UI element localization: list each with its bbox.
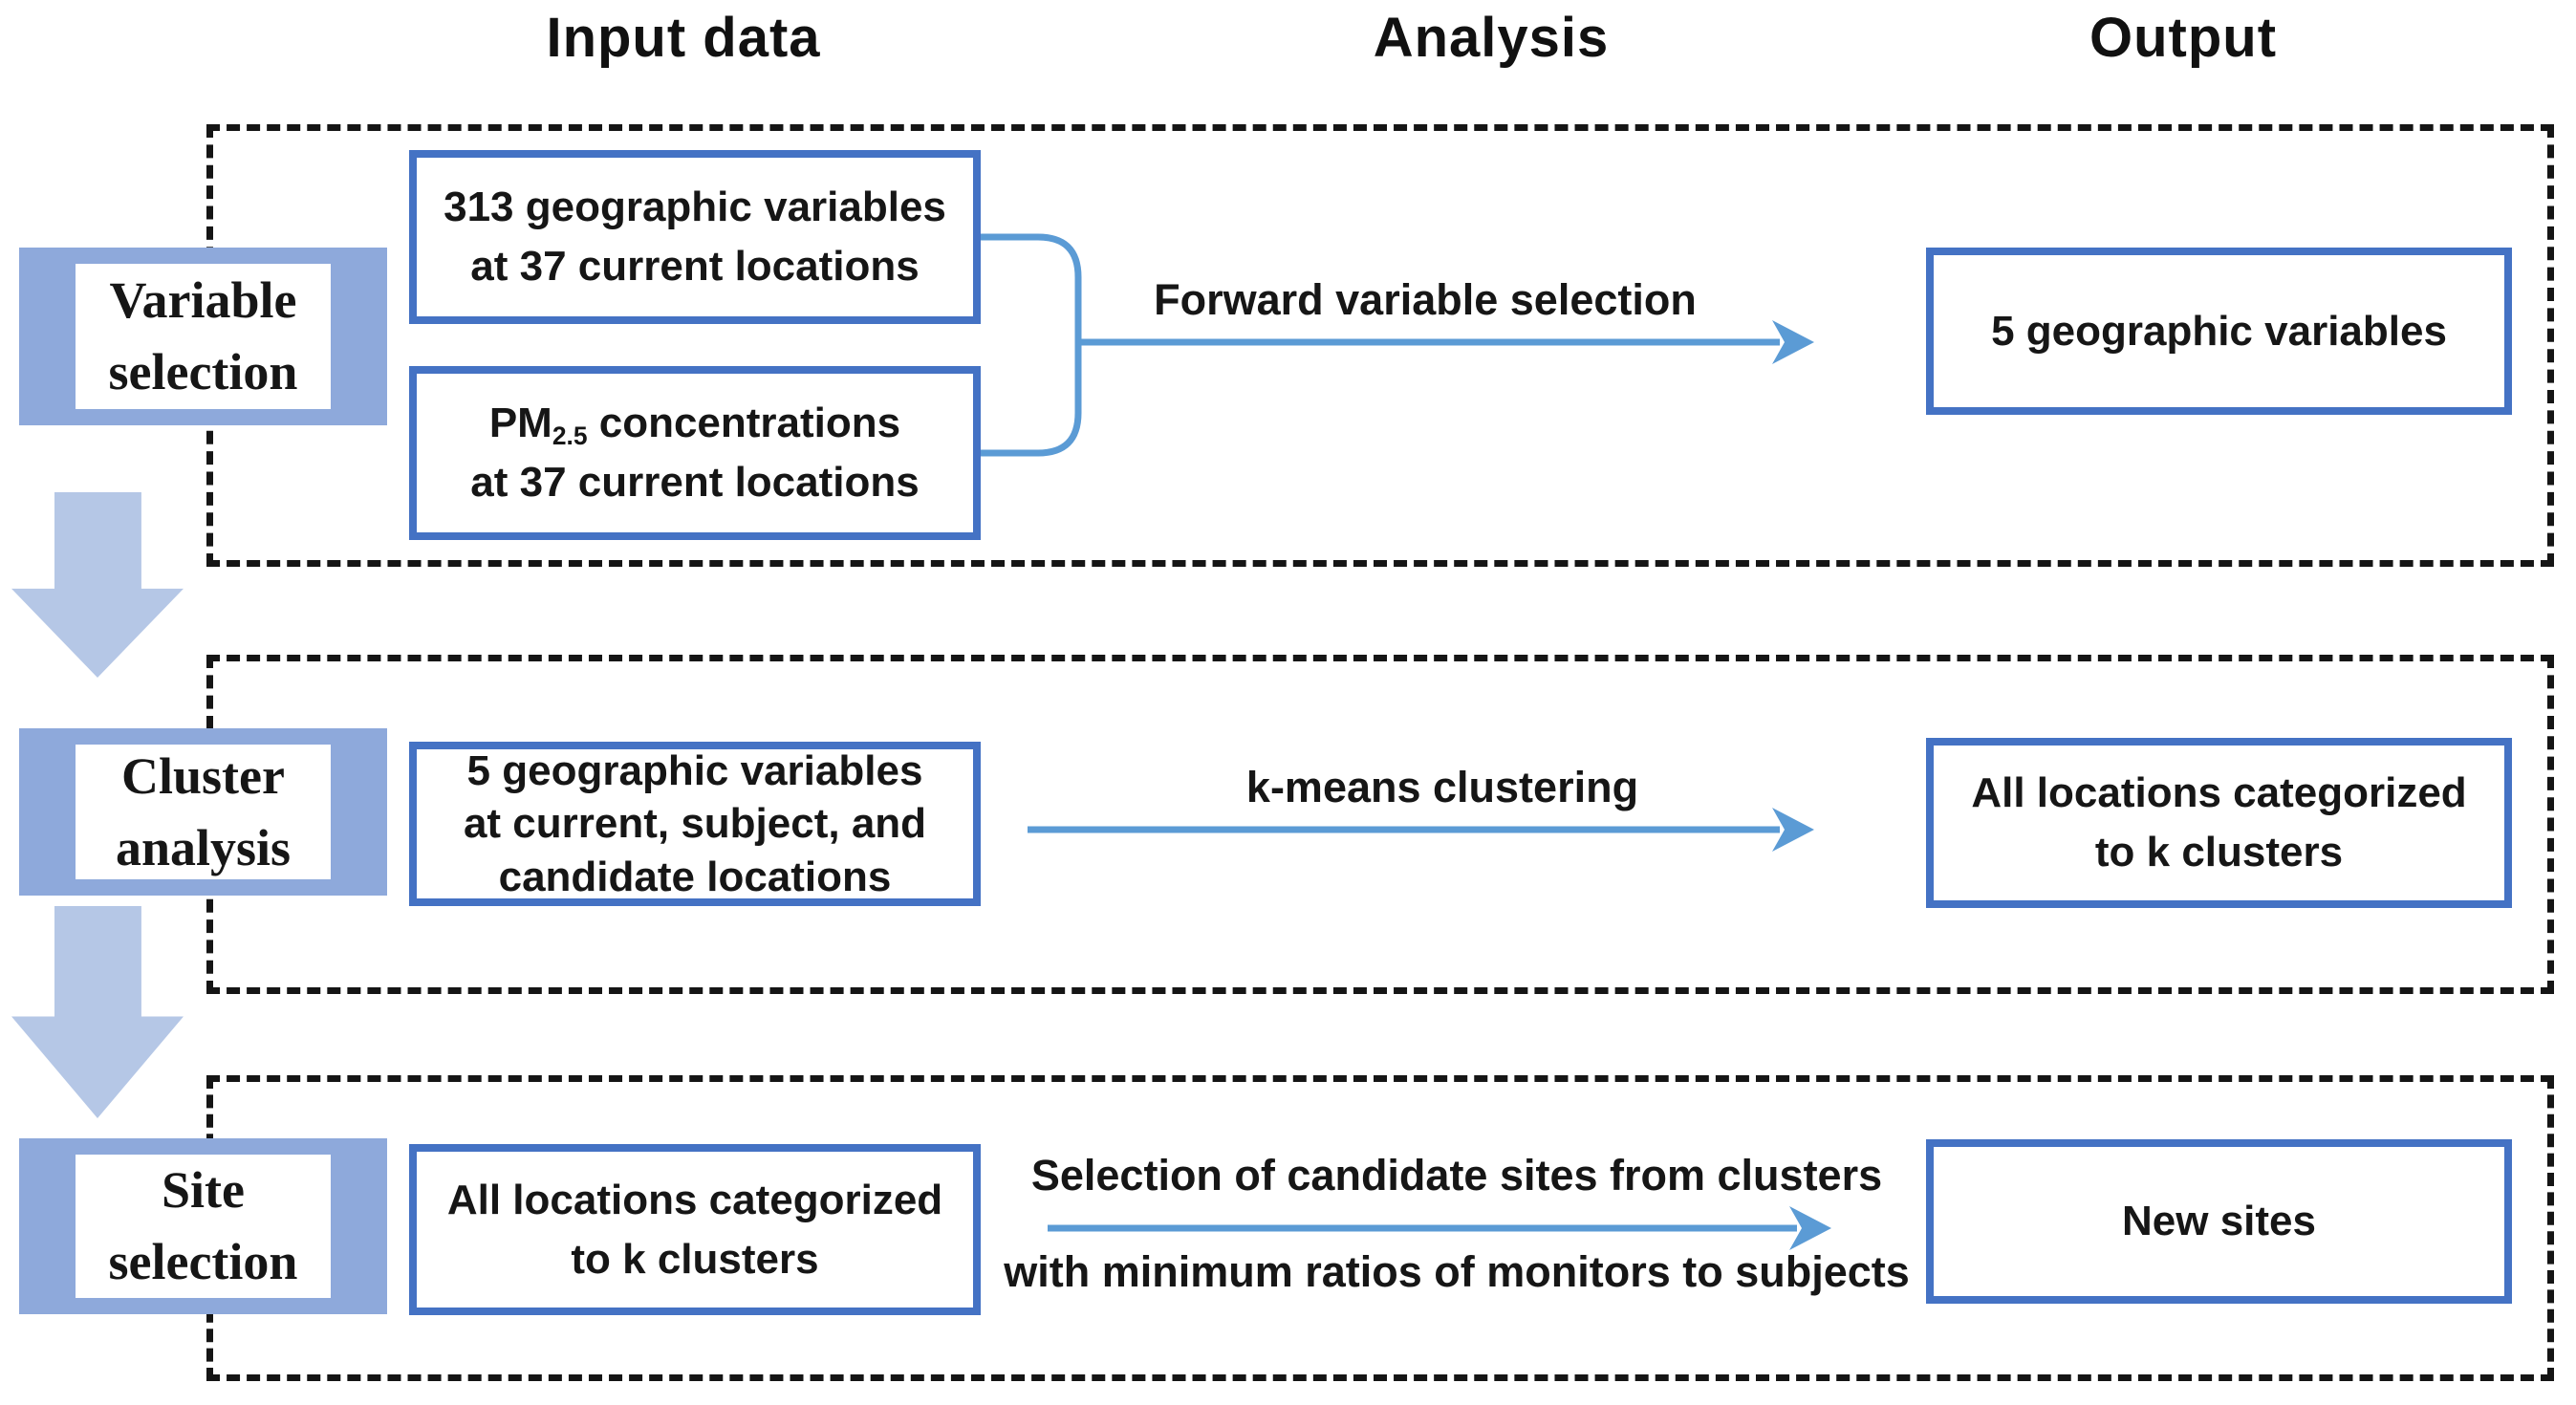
- box-text-line: to k clusters: [571, 1235, 819, 1283]
- analysis-label-kmeans-clustering: k-means clustering: [1245, 763, 1639, 811]
- box-text-line: at current, subject, and: [463, 800, 927, 848]
- analysis-label-minimum-ratios: with minimum ratios of monitors to subje…: [1004, 1247, 1910, 1296]
- pm25-subscript: 2.5: [552, 421, 588, 450]
- column-header-input-data: Input data: [546, 7, 821, 69]
- box-text-line: All locations categorized: [446, 1176, 943, 1223]
- box-text-line: 5 geographic variables: [466, 746, 923, 794]
- input-box-5-geographic-variables: 5 geographic variables at current, subje…: [409, 742, 981, 906]
- box-text-line: concentrations: [587, 400, 901, 447]
- stage-box-cluster-analysis: Cluster analysis: [19, 728, 387, 896]
- stage-label-variable-selection: Variable selection: [76, 264, 331, 409]
- output-box-5-geographic-variables: 5 geographic variables: [1926, 248, 2512, 415]
- box-text-line: 5 geographic variables: [1991, 307, 2447, 355]
- analysis-label-forward-variable-selection: Forward variable selection: [1154, 275, 1697, 324]
- stage-label-line: analysis: [115, 818, 292, 876]
- stage-label-line: selection: [108, 343, 298, 400]
- stage-label-line: Site: [161, 1161, 245, 1220]
- box-text-line: to k clusters: [2094, 829, 2344, 875]
- input-box-geographic-variables: 313 geographic variables at 37 current l…: [409, 150, 981, 324]
- output-box-locations-k-clusters: All locations categorized to k clusters: [1926, 738, 2512, 908]
- stage-label-line: selection: [108, 1233, 298, 1290]
- box-text-line: All locations categorized: [1971, 769, 2467, 817]
- box-text-line: New sites: [2122, 1198, 2316, 1245]
- box-text-line: at 37 current locations: [470, 243, 920, 290]
- stage-label-line: Variable: [109, 271, 297, 330]
- analysis-label-candidate-sites: Selection of candidate sites from cluste…: [1030, 1151, 1883, 1200]
- stage-box-site-selection: Site selection: [19, 1138, 387, 1314]
- column-header-analysis: Analysis: [1373, 7, 1610, 69]
- down-arrow-icon: [11, 906, 184, 1118]
- stage-box-variable-selection: Variable selection: [19, 248, 387, 425]
- column-header-output: Output: [2089, 7, 2278, 69]
- box-text-line: candidate locations: [498, 853, 892, 900]
- stage-label-cluster-analysis: Cluster analysis: [76, 745, 331, 879]
- output-box-new-sites: New sites: [1926, 1139, 2512, 1304]
- down-arrow-icon: [11, 492, 184, 678]
- box-text-line: 313 geographic variables: [444, 184, 946, 231]
- box-text-line: PM: [488, 400, 552, 447]
- input-box-pm25-concentrations: PM2.5 concentrations at 37 current locat…: [409, 366, 981, 540]
- stage-label-site-selection: Site selection: [76, 1155, 331, 1298]
- input-box-locations-k-clusters: All locations categorized to k clusters: [409, 1144, 981, 1315]
- stage-label-line: Cluster: [121, 746, 285, 805]
- box-text-line: at 37 current locations: [470, 459, 920, 506]
